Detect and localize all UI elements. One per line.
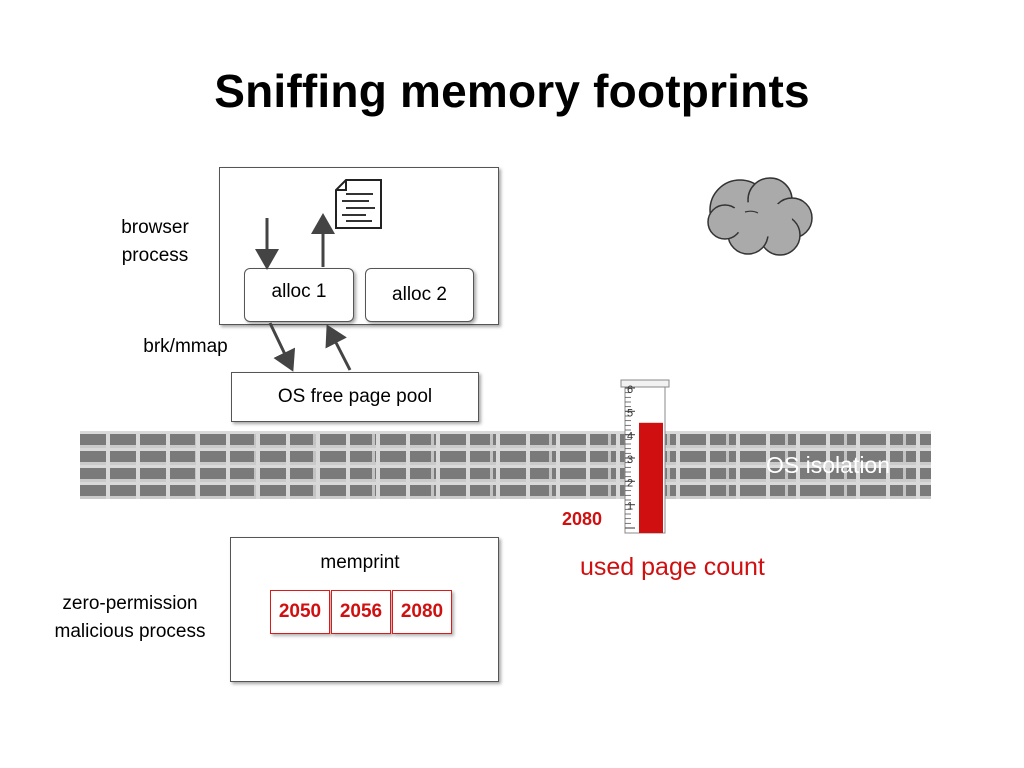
malicious-process-label: zero-permission malicious process (30, 590, 230, 646)
os-isolation-wall (80, 431, 931, 499)
slide-title: Sniffing memory footprints (214, 65, 810, 117)
gauge-tick-label: 6 (627, 384, 633, 396)
browser-label-line1: browser (121, 217, 189, 238)
alloc2-label: alloc 2 (392, 284, 447, 305)
alloc1-box: alloc 1 (244, 268, 354, 322)
gauge-label: used page count (580, 553, 765, 581)
free-page-pool-label: OS free page pool (277, 386, 433, 407)
gauge-fill (639, 422, 663, 533)
malicious-label-line1: zero-permission (62, 593, 198, 614)
memprint-title: memprint (320, 552, 400, 573)
syscall-label: brk/mmap (143, 336, 228, 357)
malicious-label-line2: malicious process (54, 621, 206, 642)
document-icon (335, 179, 382, 229)
arrow-icon (325, 324, 352, 371)
browser-label-line2: process (121, 245, 189, 266)
browser-process-label: browser process (100, 214, 210, 270)
memprint-cell-2: 2056 (331, 590, 391, 634)
gauge-tick-label: 5 (627, 407, 633, 419)
gauge-tick-label: 3 (627, 454, 633, 466)
free-page-pool-box: OS free page pool (231, 372, 479, 422)
gauge-tick-label: 2 (627, 477, 633, 489)
cloud-icon (707, 177, 813, 256)
memprint-cell-1: 2050 (270, 590, 330, 634)
used-page-gauge: 1 2 3 4 5 6 (620, 379, 670, 534)
gauge-value: 2080 (562, 509, 603, 529)
gauge-tick-label: 4 (627, 431, 633, 443)
memprint-cell-3: 2080 (392, 590, 452, 634)
gauge-tick-label: 1 (627, 501, 633, 513)
arrow-icon (268, 322, 296, 372)
alloc1-label: alloc 1 (271, 281, 327, 302)
os-isolation-label: OS isolation (766, 452, 891, 478)
alloc2-box: alloc 2 (365, 268, 474, 322)
